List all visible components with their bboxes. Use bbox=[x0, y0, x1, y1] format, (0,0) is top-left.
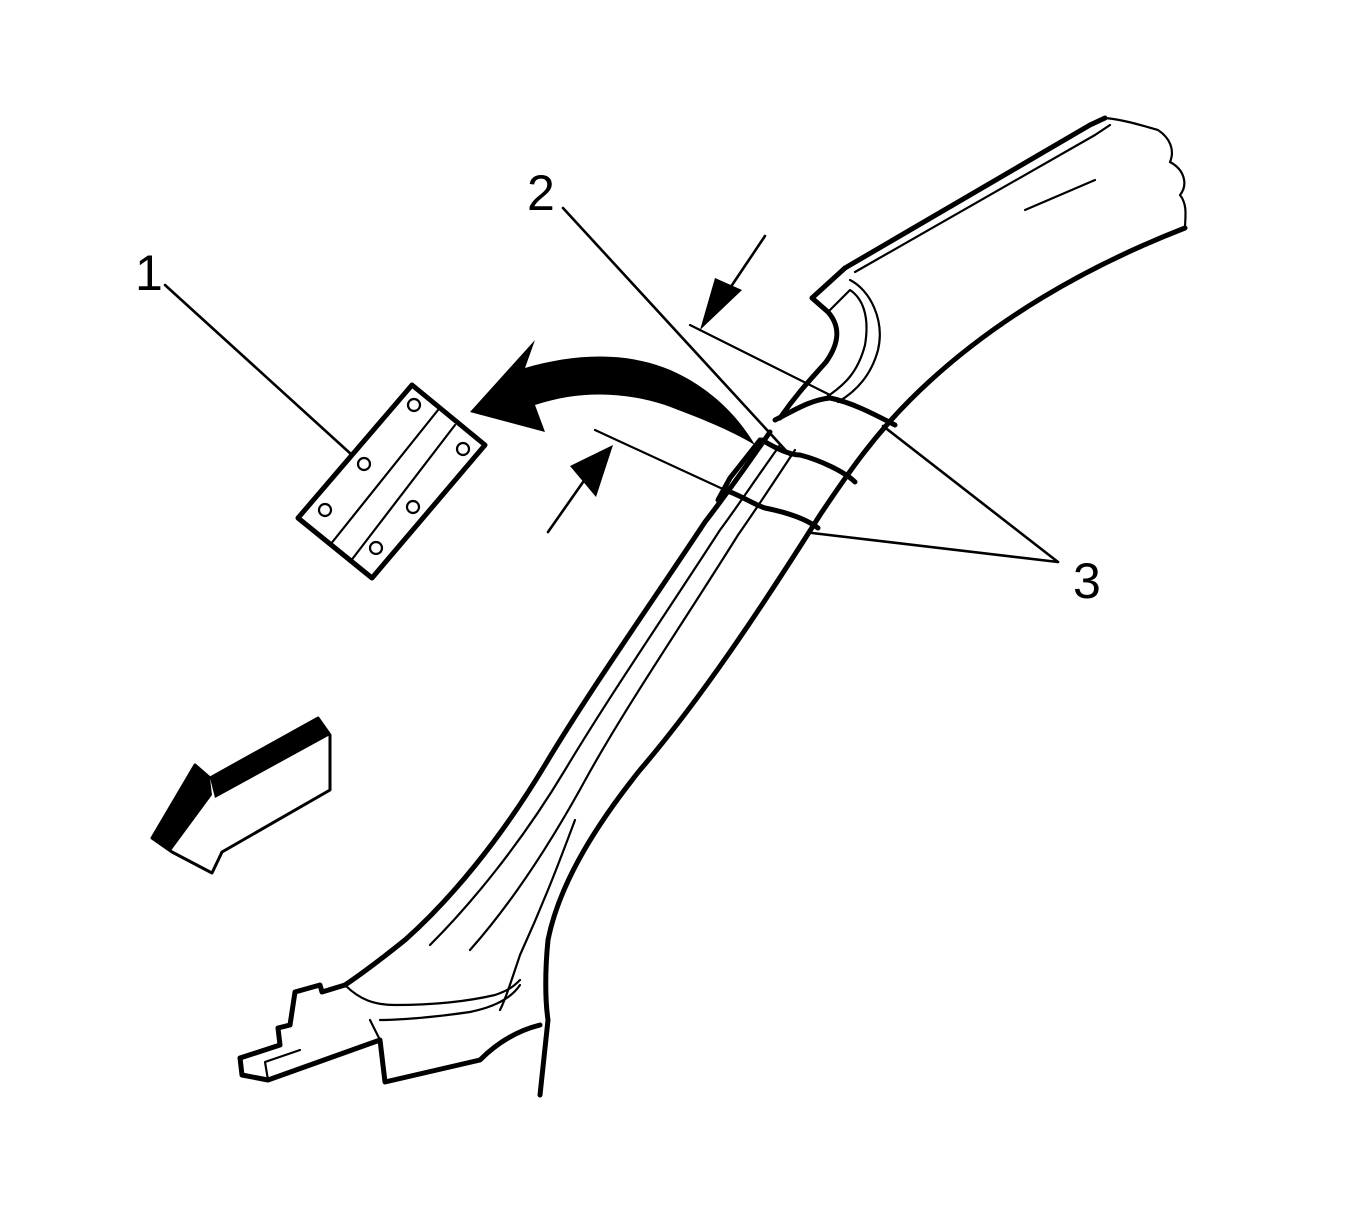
patch-panel bbox=[295, 382, 488, 581]
front-direction-arrow-icon bbox=[150, 716, 332, 875]
leader-lines bbox=[163, 206, 1060, 564]
curved-arrow-icon bbox=[470, 340, 755, 445]
callout-label-1: 1 bbox=[135, 245, 163, 301]
pillar-body bbox=[237, 115, 1188, 1098]
callout-label-2: 2 bbox=[527, 165, 555, 221]
callout-label-3: 3 bbox=[1073, 553, 1101, 609]
pinch-arrow-icon bbox=[546, 234, 767, 534]
patch-area bbox=[593, 323, 898, 531]
